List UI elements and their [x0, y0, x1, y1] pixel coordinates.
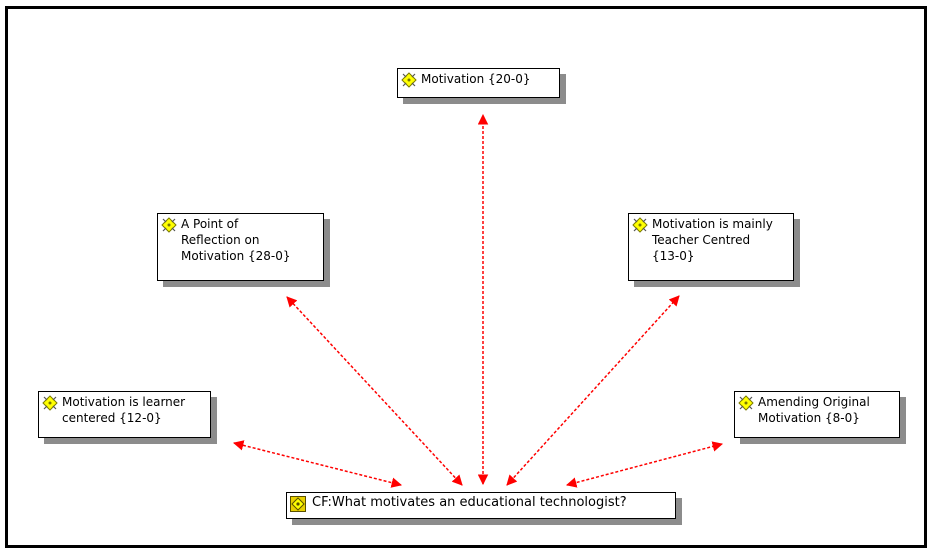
- node-motivation[interactable]: Motivation {20-0}: [397, 68, 560, 98]
- node-label: CF:What motivates an educational technol…: [312, 495, 627, 510]
- node-label: Amending Original Motivation {8-0}: [758, 395, 870, 425]
- discussion-node-icon: [738, 395, 754, 411]
- discussion-node-icon: [42, 395, 58, 411]
- node-teacher-centred[interactable]: Motivation is mainly Teacher Centred {13…: [628, 213, 794, 281]
- node-central-topic[interactable]: CF:What motivates an educational technol…: [286, 492, 676, 519]
- node-learner-centered[interactable]: Motivation is learner centered {12-0}: [38, 391, 211, 438]
- discussion-node-icon: [632, 217, 648, 233]
- link-center-amending[interactable]: [565, 441, 724, 488]
- node-amending[interactable]: Amending Original Motivation {8-0}: [734, 391, 900, 438]
- discussion-node-icon: [401, 72, 417, 88]
- node-label: Motivation is learner centered {12-0}: [62, 395, 186, 425]
- node-label: Motivation {20-0}: [421, 72, 531, 86]
- discussion-node-icon: [161, 217, 177, 233]
- node-label: Motivation is mainly Teacher Centred {13…: [652, 217, 773, 263]
- node-reflection[interactable]: A Point of Reflection on Motivation {28-…: [157, 213, 324, 281]
- link-center-learner[interactable]: [232, 440, 403, 488]
- link-center-reflection[interactable]: [286, 296, 463, 486]
- central-topic-icon: [290, 496, 306, 512]
- link-center-teacher[interactable]: [506, 295, 680, 486]
- node-label: A Point of Reflection on Motivation {28-…: [181, 217, 291, 263]
